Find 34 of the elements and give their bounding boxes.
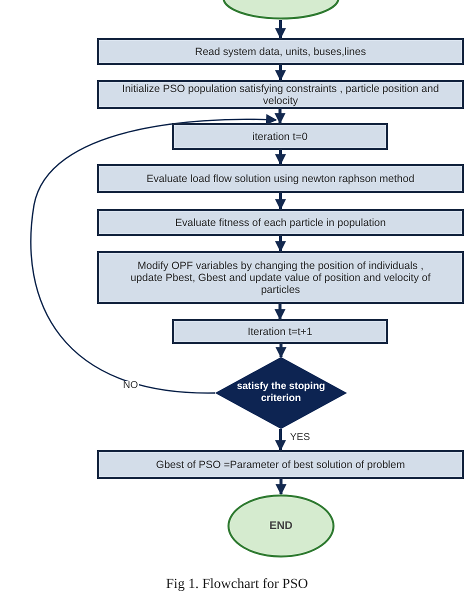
- arrow: [275, 193, 286, 210]
- arrow: [275, 236, 286, 252]
- process-label: Modify OPF variables by changing the position of individuals , update Pbest, Gbest and update value of position and velocity of particles: [129, 260, 432, 296]
- decision-diamond: [215, 357, 347, 429]
- edge-label: YES: [289, 433, 312, 443]
- arrow: [276, 344, 286, 358]
- process-box: [172, 123, 388, 150]
- arrow: [275, 150, 286, 166]
- process-label: Initialize PSO population satisfying constraints , particle position and velocity: [121, 82, 440, 106]
- process-box: [172, 319, 388, 344]
- arrow: [274, 304, 286, 320]
- process-label: Iteration t=t+1: [248, 326, 312, 338]
- arrow: [275, 20, 286, 40]
- process-box: [97, 164, 464, 193]
- edge-label: NO: [122, 381, 139, 391]
- process-box: [97, 251, 464, 304]
- terminal-ellipse: [227, 494, 335, 558]
- process-box: [97, 209, 464, 236]
- figure-caption: Fig 1. Flowchart for PSO: [165, 576, 309, 594]
- process-label: Gbest of PSO =Parameter of best solution of problem: [156, 458, 405, 470]
- arrow: [275, 429, 286, 452]
- process-label: iteration t=0: [252, 130, 308, 142]
- arrow: [274, 109, 286, 124]
- arrow: [275, 65, 286, 82]
- process-box: [97, 38, 464, 65]
- process-label: Evaluate load flow solution using newton raphson method: [146, 172, 414, 184]
- process-label: Evaluate fitness of each particle in population: [175, 216, 386, 228]
- process-box: [97, 80, 464, 109]
- process-box: [97, 450, 464, 479]
- decision-label: satisfy the stoping criterion: [236, 381, 326, 405]
- terminal-label: END: [269, 518, 293, 534]
- arrow: [276, 479, 286, 496]
- process-label: Read system data, units, buses,lines: [194, 46, 366, 58]
- arrow: [30, 114, 278, 394]
